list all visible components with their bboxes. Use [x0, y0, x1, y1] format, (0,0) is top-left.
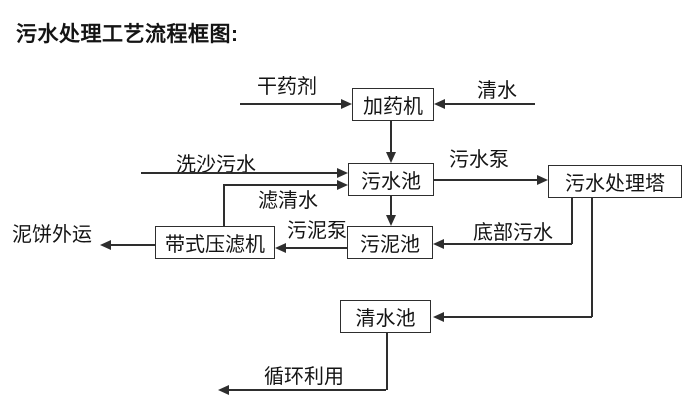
arrowhead-filtered-water-icon [337, 180, 348, 190]
connector-filtered-water-line [223, 184, 337, 186]
connector-tower-to-clean-vertical [591, 197, 593, 317]
label-sludge-pump: 污泥泵 [287, 220, 347, 242]
connector-dry-agent-line [240, 103, 341, 105]
label-dry-agent: 干药剂 [257, 76, 317, 98]
arrowhead-dry-agent-icon [341, 99, 352, 109]
label-sand-wash-sewage: 洗沙污水 [176, 154, 256, 176]
node-sewage-pool: 污水池 [348, 163, 434, 196]
connector-sewage-to-sludge-line [390, 196, 392, 216]
connector-recycle-vertical [386, 332, 388, 390]
arrowhead-mud-cake-icon [100, 240, 111, 250]
arrowhead-recycle-icon [218, 385, 229, 395]
connector-dosing-to-sewage-line [390, 120, 392, 154]
connector-sludge-pump-line [286, 247, 347, 249]
page-title: 污水处理工艺流程框图: [16, 23, 239, 46]
node-clean-water-pool: 清水池 [340, 300, 431, 333]
label-recycle-use: 循环利用 [264, 366, 344, 388]
node-dosing-machine: 加药机 [352, 88, 434, 121]
connector-clean-water-line [445, 103, 535, 105]
label-sewage-pump: 污水泵 [449, 149, 509, 171]
arrowhead-dosing-to-sewage-icon [386, 152, 396, 163]
arrowhead-bottom-sewage-icon [433, 239, 444, 249]
connector-sewage-pump-line [434, 179, 537, 181]
connector-tower-to-clean-line [444, 316, 592, 318]
node-belt-filter-press: 带式压滤机 [155, 226, 275, 259]
connector-bottom-sewage-line [444, 243, 572, 245]
connector-sand-wash-line [141, 172, 337, 174]
node-sludge-pool: 污泥池 [347, 226, 433, 259]
node-treatment-tower: 污水处理塔 [548, 165, 682, 198]
arrowhead-sewage-to-sludge-icon [386, 215, 396, 226]
arrowhead-sand-wash-icon [337, 168, 348, 178]
label-bottom-sewage: 底部污水 [473, 222, 553, 244]
label-clean-water: 清水 [477, 80, 517, 102]
label-filtered-water: 滤清水 [258, 190, 318, 212]
label-mud-cake-out: 泥饼外运 [12, 224, 92, 246]
connector-bottom-sewage-vertical [571, 197, 573, 244]
connector-mud-cake-line [111, 244, 155, 246]
connector-filtered-water-vertical [223, 185, 225, 226]
arrowhead-sewage-pump-icon [537, 175, 548, 185]
arrowhead-tower-to-clean-icon [433, 312, 444, 322]
connector-recycle-line [229, 389, 386, 391]
arrowhead-clean-water-icon [434, 99, 445, 109]
arrowhead-sludge-pump-icon [275, 243, 286, 253]
